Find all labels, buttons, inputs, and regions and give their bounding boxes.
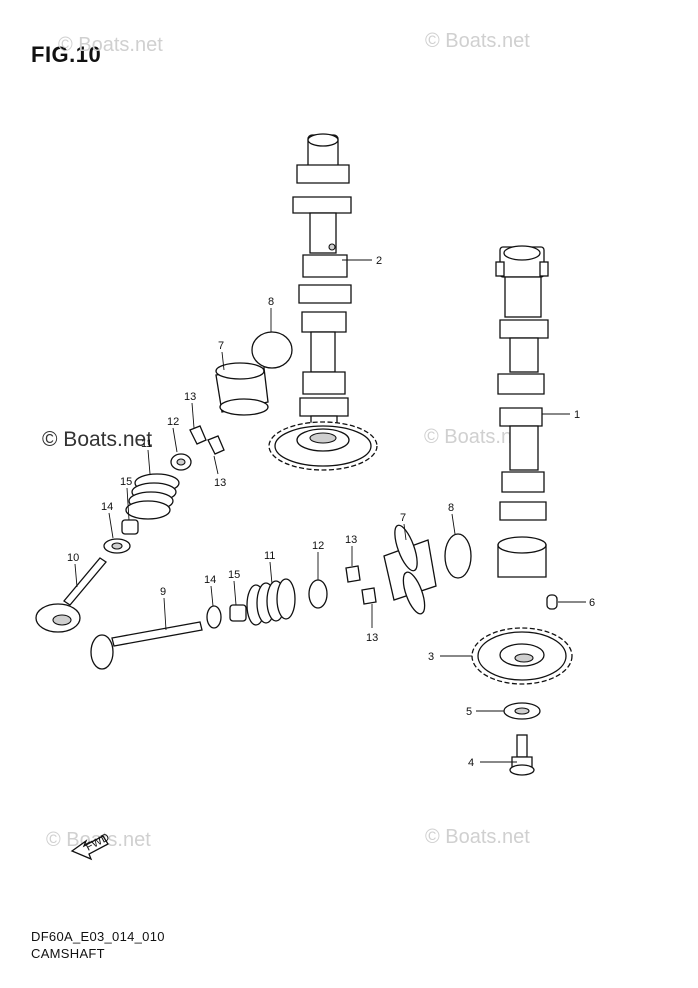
- callout-6: 6: [589, 597, 595, 609]
- keeper-13: [345, 565, 361, 583]
- callout-7: 7: [400, 512, 406, 524]
- shim-8: [251, 331, 293, 369]
- callout-15: 15: [228, 569, 240, 581]
- camshaft-2: [268, 133, 378, 471]
- bolt-4: [509, 734, 535, 776]
- keeper-13: [207, 435, 225, 455]
- lower-valve-group: [90, 524, 472, 670]
- callout-13: 13: [345, 534, 357, 546]
- callout-8: 8: [448, 502, 454, 514]
- spring-11: [125, 473, 180, 520]
- seal-15: [121, 519, 139, 535]
- callout-13: 13: [214, 477, 226, 489]
- upper-valve-group: [35, 331, 293, 633]
- callout-8: 8: [268, 296, 274, 308]
- keeper-13: [361, 587, 377, 605]
- callout-11: 11: [141, 438, 152, 450]
- seal-15: [229, 604, 247, 622]
- dowel-pin-6: [546, 594, 558, 610]
- callout-12: 12: [167, 416, 179, 428]
- valve-9: [90, 621, 203, 670]
- valve-10: [35, 557, 107, 633]
- callout-14: 14: [204, 574, 216, 586]
- callout-7: 7: [218, 340, 224, 352]
- camshaft-2-sprocket: [268, 421, 378, 471]
- callout-13: 13: [184, 391, 196, 403]
- watermark: © Boats.net: [425, 826, 530, 848]
- callout-5: 5: [466, 706, 472, 718]
- spring-11: [246, 578, 296, 626]
- watermark: © Boats.net: [42, 428, 153, 451]
- callout-2: 2: [376, 255, 382, 267]
- seat-14: [206, 605, 222, 629]
- shim-8: [444, 533, 472, 579]
- callout-10: 10: [67, 552, 79, 564]
- figure-title: FIG.10: [31, 42, 102, 67]
- callout-15: 15: [120, 476, 132, 488]
- callout-3: 3: [428, 651, 434, 663]
- watermark: © Boats.net: [58, 34, 163, 56]
- camshaft-1: [495, 245, 549, 578]
- retainer-12: [308, 579, 328, 609]
- sprocket-3: [471, 627, 573, 685]
- callout-labels: 2 1 3 5 4 6 8 7 13 13 12 11 15 14 10 9 1…: [67, 255, 595, 769]
- lifter-7: [383, 524, 437, 615]
- callout-13: 13: [366, 632, 378, 644]
- callout-4: 4: [468, 757, 474, 769]
- washer-5: [503, 702, 541, 720]
- callout-11: 11: [264, 550, 275, 562]
- figure-code: DF60A_E03_014_010: [31, 929, 165, 944]
- figure-name: CAMSHAFT: [31, 946, 105, 961]
- fwd-arrow: FWD: [70, 831, 112, 861]
- callout-14: 14: [101, 501, 113, 513]
- fwd-label: FWD: [84, 831, 112, 853]
- keeper-13: [189, 425, 207, 445]
- callout-9: 9: [160, 586, 166, 598]
- callout-1: 1: [574, 409, 580, 421]
- leader-lines: [74, 259, 586, 763]
- watermark: © Boats.net: [425, 30, 530, 52]
- callout-12: 12: [312, 540, 324, 552]
- watermark: © Boats.net: [424, 426, 529, 448]
